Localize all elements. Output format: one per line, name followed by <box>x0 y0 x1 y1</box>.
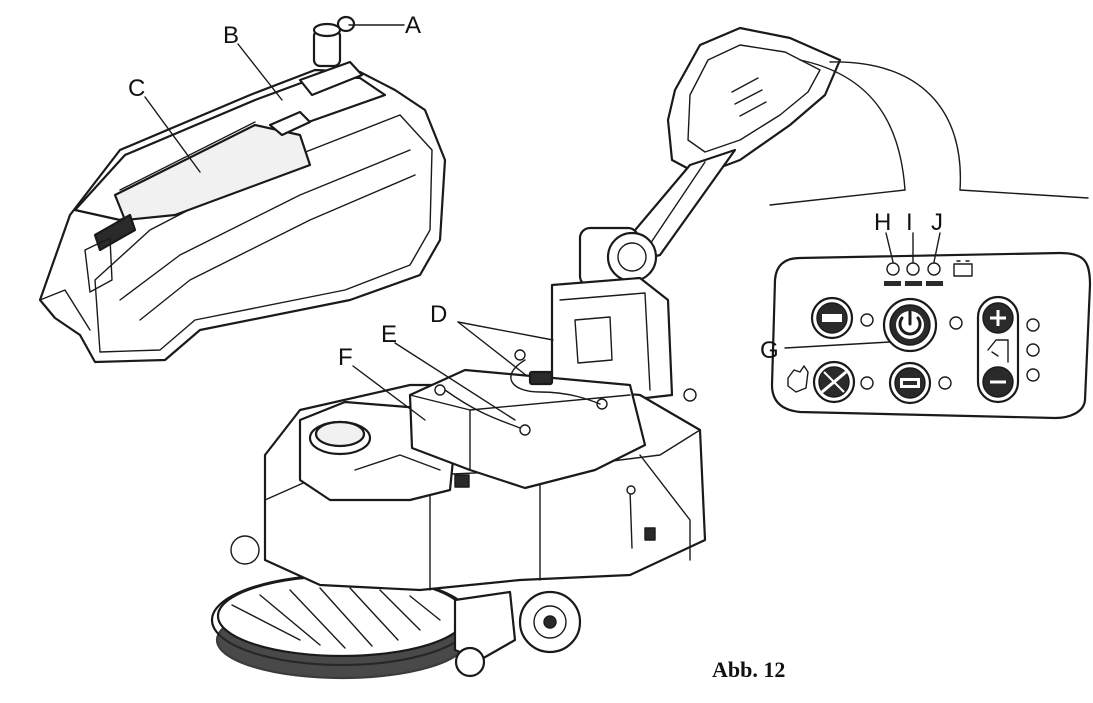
water-button[interactable] <box>888 361 932 405</box>
callout-e: E <box>381 321 397 348</box>
battery-icon <box>953 260 973 277</box>
control-panel-illustration <box>770 251 1092 420</box>
brush-led <box>860 376 874 390</box>
figure-caption: Abb. 12 <box>712 657 785 682</box>
callout-c: C <box>128 75 145 102</box>
power-button[interactable] <box>882 297 938 353</box>
callout-b: B <box>223 22 239 49</box>
water-led <box>938 376 952 390</box>
hand-icon <box>787 365 809 393</box>
flow-led-high <box>1026 318 1040 332</box>
led-i <box>906 262 920 276</box>
led-h <box>886 262 900 276</box>
machine-body-illustration <box>210 349 707 680</box>
handle-illustration <box>550 26 842 407</box>
flow-rocker[interactable] <box>976 295 1020 404</box>
callout-i: I <box>906 209 913 236</box>
power-led <box>949 316 963 330</box>
callout-g: G <box>760 337 779 364</box>
callout-f: F <box>338 344 353 371</box>
eco-button[interactable] <box>810 296 854 340</box>
callout-d: D <box>430 301 447 328</box>
eco-led <box>860 313 874 327</box>
callout-h: H <box>874 209 891 236</box>
tank-cover-illustration <box>38 15 447 364</box>
flow-led-low <box>1026 368 1040 382</box>
flow-led-mid <box>1026 343 1040 357</box>
callout-a: A <box>405 12 421 39</box>
callout-j: J <box>931 209 943 236</box>
brush-off-button[interactable] <box>812 360 856 404</box>
power-icon <box>898 310 922 336</box>
led-j <box>927 262 941 276</box>
